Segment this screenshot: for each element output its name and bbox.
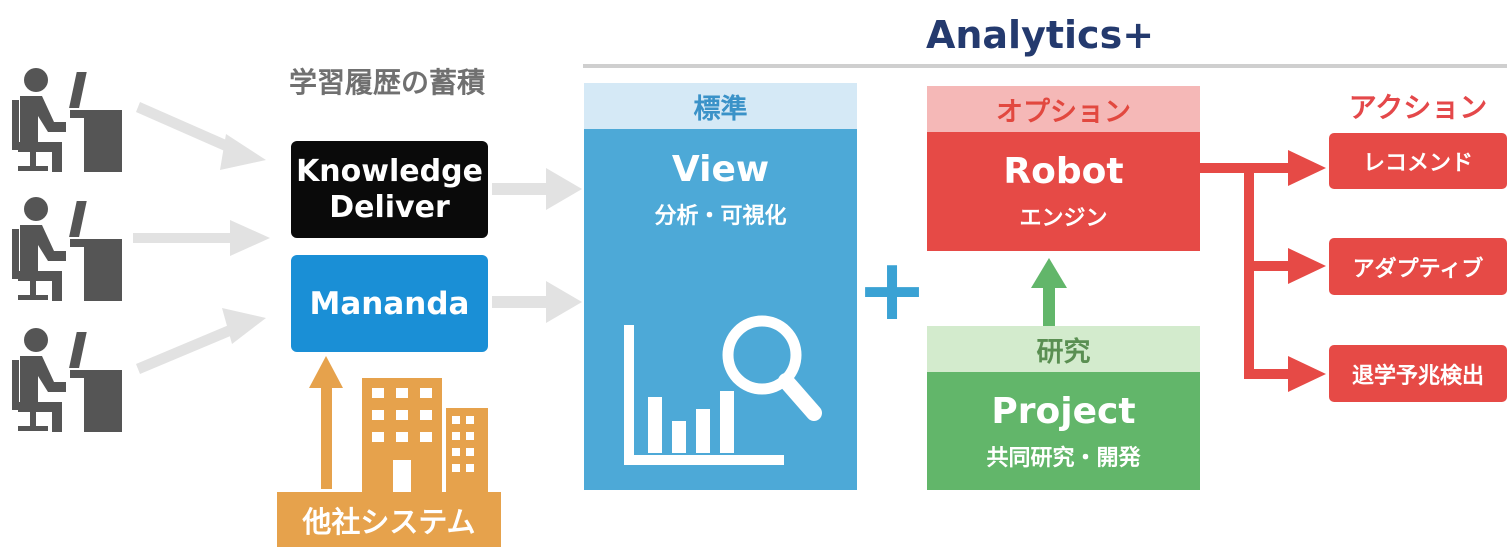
robot-title: Robot bbox=[1003, 151, 1124, 192]
action-adaptive-box: アダプティブ bbox=[1329, 238, 1507, 295]
actions-label: アクション bbox=[1348, 91, 1488, 124]
view-title: View bbox=[671, 149, 770, 190]
project-subtitle: 共同研究・開発 bbox=[986, 445, 1141, 471]
knowledge-deliver-line-2: Deliver bbox=[329, 189, 450, 225]
standard-header: 標準 bbox=[584, 83, 857, 129]
action-dropout-detection-box: 退学予兆検出 bbox=[1329, 345, 1507, 402]
option-header: オプション bbox=[927, 86, 1200, 132]
learning-history-caption: 学習履歴の蓄積 bbox=[288, 66, 485, 99]
view-panel: View 分析・可視化 bbox=[584, 129, 857, 490]
knowledge-deliver-box: Knowledge Deliver bbox=[291, 141, 488, 238]
action-recommend-box: レコメンド bbox=[1329, 133, 1507, 189]
robot-engine-box: Robot エンジン bbox=[927, 132, 1200, 251]
knowledge-deliver-line-1: Knowledge bbox=[296, 153, 483, 189]
diagram-title: Analytics+ bbox=[925, 13, 1155, 57]
arrow-person3-icon bbox=[136, 308, 266, 374]
mananda-box: Mananda bbox=[291, 255, 488, 352]
research-header: 研究 bbox=[927, 326, 1200, 372]
arrow-person1-icon bbox=[136, 102, 266, 170]
buildings-icon bbox=[362, 378, 488, 492]
project-title: Project bbox=[991, 390, 1136, 432]
arrow-mananda-to-view-icon bbox=[492, 281, 582, 323]
plus-icon: + bbox=[855, 240, 929, 340]
arrow-project-to-robot-icon bbox=[1031, 258, 1067, 326]
title-underline bbox=[583, 64, 1507, 68]
view-subtitle: 分析・可視化 bbox=[654, 204, 787, 229]
robot-subtitle: エンジン bbox=[1019, 206, 1108, 231]
analytics-chart-magnifier-icon bbox=[624, 315, 822, 465]
arrow-person2-icon bbox=[133, 220, 270, 256]
arrow-robot-to-actions-icon bbox=[1200, 150, 1326, 392]
other-systems-box: 他社システム bbox=[277, 492, 501, 547]
arrow-other-to-mananda-icon bbox=[309, 356, 343, 489]
project-box: Project 共同研究・開発 bbox=[927, 372, 1200, 490]
arrow-kd-to-view-icon bbox=[492, 168, 582, 210]
